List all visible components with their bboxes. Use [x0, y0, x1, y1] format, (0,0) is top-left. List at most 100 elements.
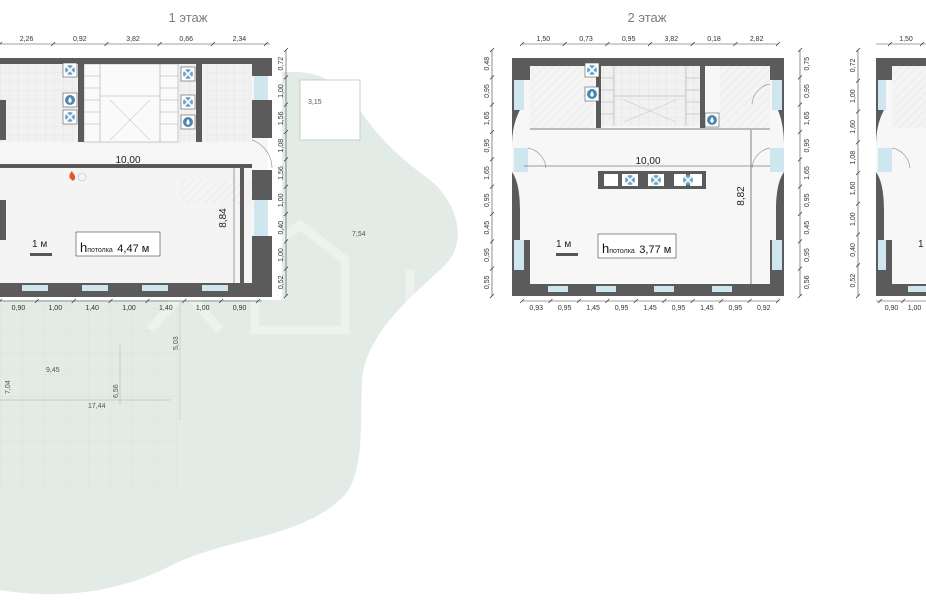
ceiling-word: потолка: [87, 247, 113, 254]
dimension-label: 3,82: [665, 36, 679, 43]
dimension-label: 0,18: [707, 36, 721, 43]
dimension-tick: [182, 298, 187, 304]
dimension-tick: [797, 293, 803, 299]
dimension-label: 0,90: [233, 305, 247, 312]
land-plot: [0, 72, 458, 595]
dimension-label: 2,34: [233, 36, 247, 43]
dimension-tick: [489, 47, 495, 53]
dimension-label: 1,60: [850, 120, 857, 134]
fan-icon: [651, 175, 661, 185]
dimension-label: 1,08: [278, 139, 285, 153]
svg-text:9,45: 9,45: [46, 367, 60, 374]
dimension-label: 0,95: [622, 36, 636, 43]
exterior-walls: [876, 58, 926, 296]
staircase: [83, 63, 179, 143]
dimension-tick: [489, 239, 495, 244]
ceiling-height-box: hпотолка 3,77 м: [597, 233, 677, 259]
land-dimensions: 3,15 7,54 5,03 9,45 17,44 6,56 7,04: [0, 99, 366, 410]
ceiling-height-value: 4,47 м: [117, 243, 149, 255]
water-drop-icon: [584, 86, 600, 102]
dimension-label: 0,92: [757, 305, 771, 312]
dimension-tick: [877, 298, 883, 304]
dimension-tick: [900, 298, 906, 304]
dimension-tick: [108, 298, 113, 304]
water-drop-icon: [704, 112, 720, 128]
ceiling-h-letter: h: [80, 240, 87, 255]
dimension-label: 1,45: [643, 305, 657, 312]
dimension-tick: [50, 41, 56, 47]
dimension-tick: [157, 41, 162, 47]
right-dimensions: 0,750,951,650,951,650,950,450,950,56: [797, 47, 811, 299]
dimension-tick: [255, 298, 261, 304]
dimension-label: 0,95: [484, 193, 491, 207]
dimension-tick: [775, 41, 781, 47]
water-drop-icon: [62, 92, 78, 108]
dimension-tick: [489, 211, 495, 217]
dimension-label: 0,73: [579, 36, 593, 43]
dimension-tick: [718, 298, 724, 304]
dimension-label: 0,95: [615, 305, 629, 312]
dimension-tick: [519, 298, 525, 304]
dimension-tick: [283, 239, 289, 244]
dimension-label: 1,00: [908, 305, 922, 312]
dimension-tick: [71, 298, 76, 304]
dimension-label: 0,72: [278, 57, 285, 71]
dimension-label: 1,00: [278, 248, 285, 262]
dimension-label: 1,00: [278, 84, 285, 98]
svg-text:17,44: 17,44: [88, 403, 106, 410]
dimension-label: 0,45: [484, 221, 491, 235]
dimension-tick: [548, 298, 553, 304]
dimension-tick: [855, 47, 861, 53]
dimension-label: 0,95: [804, 139, 811, 153]
depth-label: 8,82: [736, 186, 747, 206]
dimension-tick: [855, 109, 861, 114]
dimension-label: 1,45: [700, 305, 714, 312]
svg-text:7,54: 7,54: [352, 231, 366, 238]
dimension-tick: [887, 41, 893, 47]
dimension-label: 1,65: [484, 166, 491, 180]
top-dimensions: 1,50: [887, 36, 925, 47]
dimension-label: 1,08: [850, 151, 857, 165]
dimension-label: 0,95: [558, 305, 572, 312]
dimension-label: 0,95: [729, 305, 743, 312]
ceiling-height-value: 3,77 м: [639, 244, 671, 256]
dimension-label: 0,40: [850, 243, 857, 257]
dimension-label: 0,95: [484, 139, 491, 153]
dimension-tick: [283, 75, 289, 80]
dimension-tick: [855, 140, 861, 145]
dimension-tick: [562, 41, 567, 47]
dimension-tick: [283, 47, 289, 53]
dimension-tick: [283, 102, 289, 107]
fan-icon: [62, 62, 78, 78]
dimension-tick: [0, 298, 3, 302]
dimension-label: 1,56: [278, 111, 285, 125]
dimension-tick: [605, 41, 610, 47]
dimension-label: 3,82: [126, 36, 140, 43]
dimension-label: 1,00: [278, 193, 285, 207]
tiled-zone: [530, 66, 594, 128]
fan-icon: [180, 66, 196, 82]
width-label: 10,00: [635, 156, 660, 167]
dimension-label: 2,26: [20, 36, 34, 43]
dimension-label: 1,00: [122, 305, 136, 312]
dimension-tick: [283, 157, 289, 162]
dimension-tick: [104, 41, 109, 47]
scale-label: 1 м: [556, 239, 571, 250]
dimension-tick: [855, 293, 861, 299]
svg-text:6,56: 6,56: [113, 384, 120, 398]
dimension-tick: [690, 298, 695, 304]
dimension-label: 0,92: [73, 36, 87, 43]
dimension-tick: [263, 41, 269, 47]
left-dimensions: 0,721,001,601,081,601,000,400,52: [850, 47, 861, 299]
dimension-label: 0,52: [850, 274, 857, 288]
dimension-tick: [283, 266, 289, 271]
dimension-label: 1,45: [586, 305, 600, 312]
dimension-tick: [919, 41, 925, 47]
dimension-tick: [519, 41, 525, 47]
dimension-label: 1,65: [484, 111, 491, 125]
exterior-walls: [0, 58, 273, 297]
